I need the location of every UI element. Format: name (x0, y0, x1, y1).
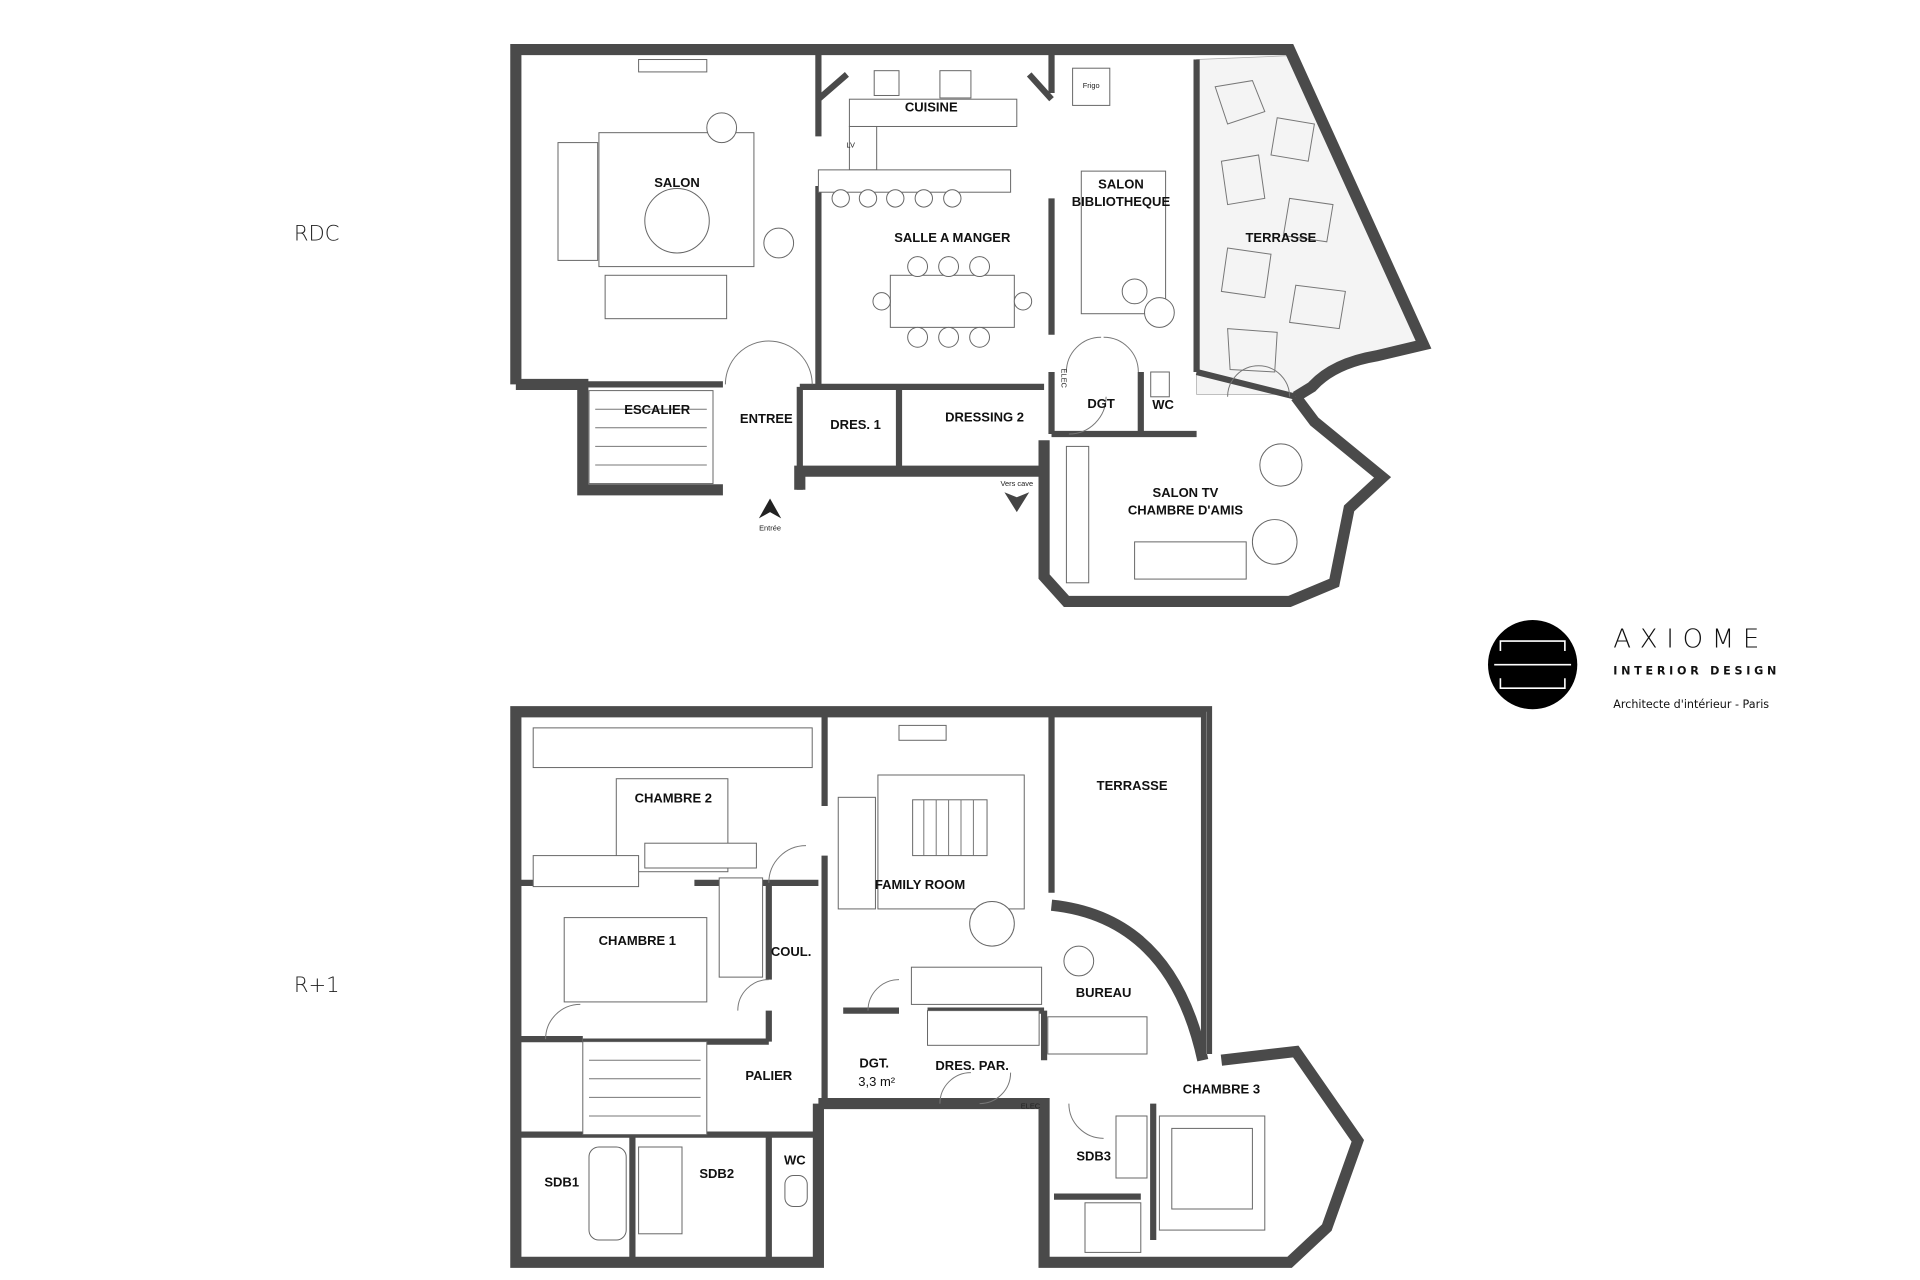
sofa-bed (1134, 541, 1247, 580)
bathtub (588, 1146, 627, 1241)
staircase (588, 390, 714, 485)
room-label: DGT (1087, 396, 1115, 411)
room-label: SDB2 (699, 1166, 734, 1181)
room-label: DRES. PAR. (935, 1058, 1009, 1073)
logo-subtitle: Architecte d'intérieur - Paris (1613, 698, 1769, 711)
staircase (582, 1041, 708, 1136)
cellar-arrow-icon (1004, 492, 1030, 513)
room-label: DGT. (859, 1056, 889, 1071)
kitchen-island (817, 169, 1012, 193)
shower (638, 1146, 683, 1235)
room-label: FAMILY ROOM (875, 877, 965, 892)
room-label: ESCALIER (624, 402, 690, 417)
armchair (763, 227, 795, 259)
room-label: CHAMBRE 3 (1183, 1082, 1260, 1097)
room-label: WC (784, 1152, 806, 1167)
room-label: CUISINE (905, 100, 958, 115)
axiome-logo: AXIOME INTERIOR DESIGN Architecte d'inté… (1488, 620, 1780, 711)
wardrobe (927, 1010, 1040, 1046)
room-label: DRES. 1 (830, 417, 881, 432)
vers-cave-label: Vers cave (1000, 479, 1033, 488)
room-label: TERRASSE (1245, 230, 1316, 245)
room-label: BIBLIOTHEQUE (1072, 194, 1171, 209)
desk (644, 842, 757, 869)
area-label: 3,3 m² (858, 1074, 896, 1089)
terrace-paving (1196, 55, 1418, 395)
armchair (1144, 297, 1175, 328)
bed-mattress (1171, 1127, 1253, 1210)
pouf (969, 900, 1015, 947)
room-label: WC (1152, 397, 1174, 412)
kitchen-counter (848, 98, 1018, 127)
room-label: CHAMBRE 1 (599, 933, 676, 948)
sofa (604, 274, 728, 320)
fireplace (898, 724, 947, 741)
armchair (706, 112, 738, 144)
room-label: SDB3 (1076, 1149, 1111, 1164)
room-label: SALON TV (1153, 485, 1219, 500)
elec-label: ELEC (1059, 368, 1068, 388)
fireplace (638, 59, 708, 73)
level-label-rdc: RDC (294, 221, 340, 246)
entree-arrow-label: Entrée (759, 524, 781, 533)
room-label: SALON (1098, 176, 1144, 191)
room-label: SALON (654, 175, 700, 190)
coffee-table (644, 187, 710, 254)
sink (873, 70, 900, 96)
room-label: CHAMBRE 2 (635, 790, 712, 805)
elec-label: ELEC (1021, 1102, 1041, 1111)
sofa (910, 966, 1043, 1005)
room-label: SALLE A MANGER (894, 230, 1011, 245)
logo-tagline: INTERIOR DESIGN (1613, 665, 1780, 678)
vanity (1115, 1115, 1148, 1179)
fridge (1072, 67, 1111, 106)
wardrobe (532, 855, 640, 888)
terrace-stones (1214, 80, 1346, 373)
logo-name: AXIOME (1613, 624, 1768, 654)
room-label: SDB1 (544, 1175, 579, 1190)
bed (563, 917, 708, 1003)
room-label: BUREAU (1076, 985, 1132, 1000)
foosball-table (912, 799, 988, 857)
entrance-arrow-icon (758, 498, 782, 519)
toilet (784, 1175, 808, 1208)
wardrobe (1065, 445, 1090, 584)
bunk-bed (718, 877, 764, 978)
toilet (1150, 371, 1170, 398)
kitchen-counter (848, 125, 878, 171)
side-table (1251, 519, 1298, 565)
wardrobe (532, 727, 813, 769)
ground-floor-plan: SALON CUISINE SALLE A MANGER SALON BIBLI… (510, 44, 1432, 607)
sofa (557, 142, 599, 261)
room-label: COUL. (771, 944, 812, 959)
room-label: PALIER (745, 1068, 792, 1083)
room-label: DRESSING 2 (945, 410, 1024, 425)
sofa (837, 796, 876, 910)
cooktop (939, 70, 972, 99)
side-table (1259, 443, 1303, 487)
room-label: TERRASSE (1097, 778, 1168, 793)
armchair (1121, 278, 1148, 305)
level-label-r1: R+1 (294, 972, 340, 997)
desk (1047, 1016, 1148, 1055)
room-label: CHAMBRE D'AMIS (1128, 503, 1243, 518)
lv-label: LV (846, 141, 855, 150)
dining-table (889, 274, 1015, 328)
office-chair (1063, 945, 1095, 977)
first-floor-plan: CHAMBRE 2 CHAMBRE 1 COUL. FAMILY ROOM TE… (510, 706, 1365, 1268)
shower (1084, 1202, 1142, 1253)
frigo-label: Frigo (1083, 81, 1100, 90)
dining-chairs (831, 189, 1033, 348)
room-label: ENTREE (740, 411, 793, 426)
